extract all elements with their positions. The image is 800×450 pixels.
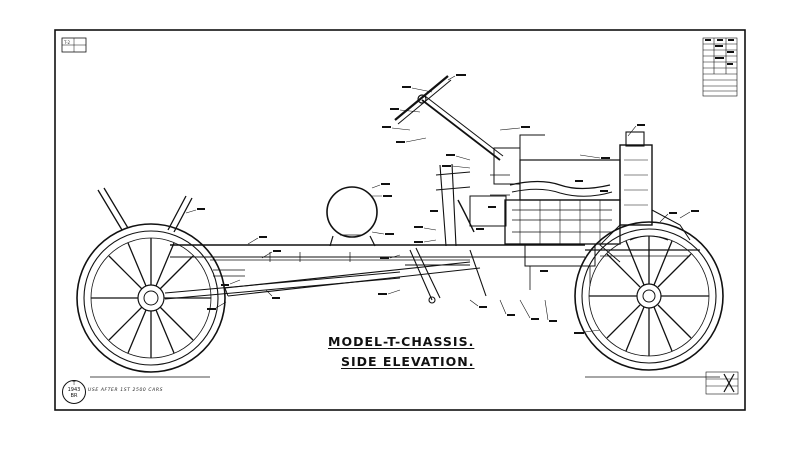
rear-body-struts bbox=[97, 187, 193, 233]
dash-uprights bbox=[435, 163, 475, 247]
usage-note: USE AFTER 1ST 2500 CARS bbox=[88, 388, 164, 393]
top-left-stamp bbox=[61, 37, 87, 53]
part-leaders bbox=[185, 75, 691, 333]
drawing-border bbox=[54, 29, 746, 411]
pedal-levers bbox=[405, 247, 487, 304]
bottom-right-stamp bbox=[705, 371, 739, 395]
badge-line-1: T bbox=[72, 381, 76, 387]
drive-shaft bbox=[164, 271, 401, 300]
sheet-number-badge: T 1943 BR bbox=[62, 380, 86, 404]
badge-line-2: 1943 bbox=[67, 387, 81, 393]
part-number-marks bbox=[197, 74, 699, 334]
top-left-stamp-text: T-2 bbox=[64, 40, 71, 45]
steering-assembly bbox=[394, 75, 504, 161]
front-wheel bbox=[574, 221, 724, 371]
rear-wheel bbox=[76, 223, 226, 373]
chassis-frame bbox=[170, 244, 585, 297]
engine-block bbox=[469, 134, 621, 290]
fuel-tank bbox=[326, 186, 378, 247]
radiator bbox=[599, 131, 691, 263]
drawing-title: MODEL-T-CHASSIS. bbox=[328, 334, 475, 349]
drawing-subtitle: SIDE ELEVATION. bbox=[341, 354, 475, 369]
revision-table bbox=[702, 37, 738, 97]
badge-line-3: BR bbox=[70, 393, 78, 399]
front-suspension bbox=[585, 235, 700, 257]
